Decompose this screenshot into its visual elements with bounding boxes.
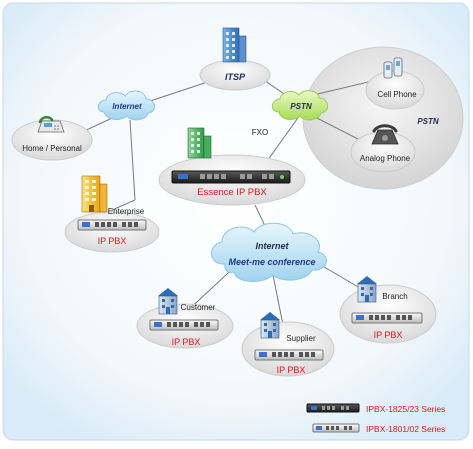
itsp-label: ITSP bbox=[225, 72, 246, 82]
essence-node: FXO Essence IP PBX bbox=[158, 127, 306, 206]
enterprise-pbx-device bbox=[77, 219, 147, 231]
customer-pbx-device bbox=[149, 319, 219, 331]
fxo-label: FXO bbox=[252, 128, 268, 137]
cell-phone-icon bbox=[383, 57, 403, 79]
supplier-pbx-device bbox=[254, 349, 324, 361]
meetme-label: Meet-me conference bbox=[228, 257, 315, 267]
analog-phone-node: Analog Phone bbox=[350, 124, 416, 173]
cell-phone-node: Cell Phone bbox=[365, 57, 425, 110]
internet-cloud-center: Internet Meet-me conference bbox=[211, 222, 327, 282]
cell-phone-label: Cell Phone bbox=[377, 90, 417, 99]
supplier-label: Supplier bbox=[286, 334, 316, 343]
analog-phone-label: Analog Phone bbox=[360, 154, 411, 163]
customer-label: Customer bbox=[181, 303, 216, 312]
desk-phone-icon bbox=[37, 116, 65, 133]
branch-pbx-device bbox=[351, 312, 423, 324]
legend-item-dark: IPBX-1825/23 Series bbox=[306, 403, 445, 414]
enterprise-label: Enterprise bbox=[108, 207, 145, 216]
itsp-building-icon bbox=[222, 27, 247, 63]
home-label: Home / Personal bbox=[22, 144, 82, 153]
legend-label-dark: IPBX-1825/23 Series bbox=[366, 404, 445, 414]
enterprise-node: Enterprise IP PBX bbox=[64, 175, 160, 253]
itsp-node: ITSP bbox=[199, 27, 271, 91]
branch-node: Branch IP PBX bbox=[339, 276, 437, 344]
internet-center-label: Internet bbox=[255, 241, 289, 251]
supplier-building-icon bbox=[260, 312, 280, 339]
customer-building-icon bbox=[158, 288, 178, 315]
legend-item-light: IPBX-1801/02 Series bbox=[312, 423, 445, 434]
pstn-cloud: PSTN bbox=[271, 90, 328, 121]
supplier-node: Supplier IP PBX bbox=[241, 312, 335, 377]
analog-phone-icon bbox=[371, 124, 399, 145]
supplier-pbx-label: IP PBX bbox=[277, 365, 306, 375]
connection-lines bbox=[64, 71, 386, 326]
essence-building-icon bbox=[187, 127, 212, 159]
customer-node: Customer IP PBX bbox=[136, 288, 234, 349]
essence-pbx-device bbox=[171, 170, 291, 184]
enterprise-pbx-label: IP PBX bbox=[98, 236, 127, 246]
essence-label: Essence IP PBX bbox=[197, 187, 267, 198]
legend: IPBX-1825/23 Series IPBX-1801/02 Series bbox=[306, 403, 445, 434]
internet-top-label: Internet bbox=[112, 102, 142, 111]
pstn-region-label: PSTN bbox=[417, 117, 439, 126]
branch-label: Branch bbox=[382, 292, 407, 301]
branch-building-icon bbox=[357, 276, 377, 303]
pstn-cloud-label: PSTN bbox=[290, 102, 312, 111]
customer-pbx-label: IP PBX bbox=[172, 337, 201, 347]
home-node: Home / Personal bbox=[11, 116, 93, 161]
branch-pbx-label: IP PBX bbox=[374, 330, 403, 340]
enterprise-building-icon bbox=[81, 175, 108, 213]
internet-cloud-top: Internet bbox=[97, 90, 155, 121]
legend-label-light: IPBX-1801/02 Series bbox=[366, 424, 445, 434]
